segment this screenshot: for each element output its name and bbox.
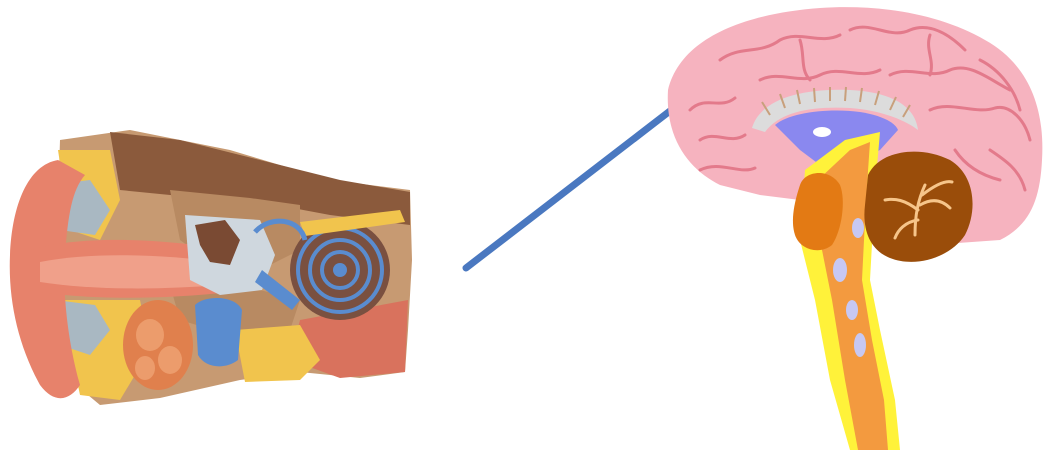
cochlea-center <box>333 263 347 277</box>
jugular-vessel <box>195 298 242 366</box>
gland-lobule <box>158 346 182 374</box>
brainstem-nucleus <box>833 258 847 282</box>
gland-lobule <box>136 319 164 351</box>
gland-lobule <box>135 356 155 380</box>
brainstem-nucleus <box>854 333 866 357</box>
brainstem-nucleus <box>852 218 864 238</box>
pons <box>793 173 843 250</box>
ear-cross-section-illustration <box>10 130 412 405</box>
ventricle-spot <box>813 127 831 137</box>
brainstem-nucleus <box>846 300 858 320</box>
brain-sagittal-illustration <box>668 7 1043 450</box>
